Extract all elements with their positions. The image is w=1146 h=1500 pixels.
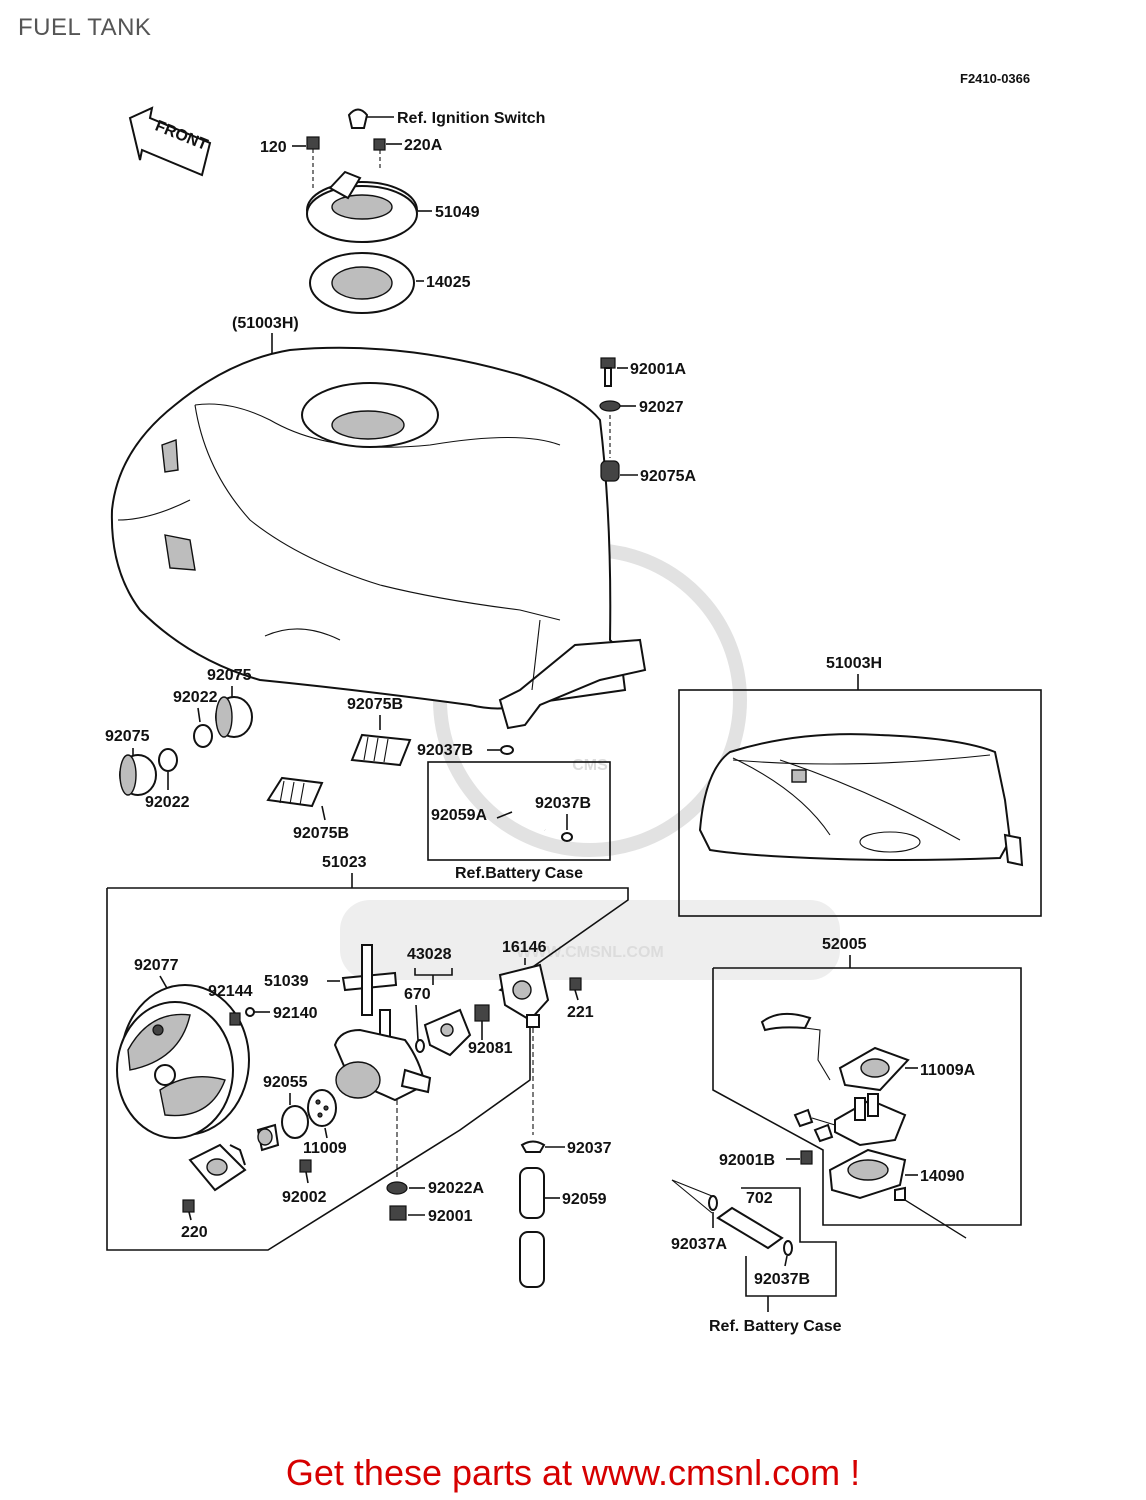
label-92037: 92037 [567,1140,612,1157]
label-92075B-b: 92075B [293,825,349,842]
label-51049: 51049 [435,204,480,221]
label-11009: 11009 [303,1140,347,1157]
watermark-text: WWW.CMSNL.COM [516,944,664,961]
diagram-code: F2410-0366 [960,71,1030,86]
label-92001: 92001 [428,1208,473,1225]
ignition-area: Ref. Ignition Switch 120 220A 51049 1402… [260,108,545,314]
label-92144: 92144 [208,983,253,1000]
ref-ignition-switch: Ref. Ignition Switch [397,110,545,127]
label-220A: 220A [404,137,443,154]
label-92001B: 92001B [719,1152,775,1169]
label-92027: 92027 [639,399,684,416]
label-14090: 14090 [920,1168,965,1185]
dampers: 92075 92022 92075 92022 92075B 92075B [105,667,412,842]
label-51003H-paren: (51003H) [232,315,299,332]
label-220: 220 [181,1224,208,1241]
label-92037A: 92037A [671,1236,727,1253]
label-51039: 51039 [264,973,309,990]
label-221: 221 [567,1004,594,1021]
label-702: 702 [746,1190,773,1207]
battery-case-hose-group-2: 702 92037A 92037B Ref. Battery Case [671,1179,842,1335]
label-92075A: 92075A [640,468,696,485]
label-14025: 14025 [426,274,471,291]
label-92077: 92077 [134,957,179,974]
label-92037B-a: 92037B [417,742,473,759]
watermark-logo: CMS [572,757,608,774]
label-52005: 52005 [822,936,867,953]
label-43028: 43028 [407,946,452,963]
label-11009A: 11009A [920,1062,976,1079]
fuel-tank: (51003H) [110,315,647,730]
label-120: 120 [260,139,287,156]
label-92022-b: 92022 [145,794,190,811]
label-92075-b: 92075 [105,728,150,745]
label-92037B-b: 92037B [535,795,591,812]
label-92001A: 92001A [630,361,686,378]
label-92002: 92002 [282,1189,327,1206]
ref-battery-case-1: Ref.Battery Case [455,865,583,882]
label-92037B-c: 92037B [754,1271,810,1288]
label-92081: 92081 [468,1040,513,1057]
ref-battery-case-2: Ref. Battery Case [709,1318,842,1335]
tank-variant-inset: 51003H [678,655,1042,917]
fuel-hose-group: 92037 92022A 92001 92059 [386,1140,612,1288]
battery-case-hose-group: 92037B 92059A 92037B Ref.Battery Case [417,742,611,882]
tank-mount-bolts: 92001A 92027 92075A [599,357,696,485]
label-92022A: 92022A [428,1180,484,1197]
label-92059A: 92059A [431,807,487,824]
footer-link[interactable]: Get these parts at www.cmsnl.com ! [285,1452,861,1493]
label-92055: 92055 [263,1074,308,1091]
fuel-cock-group: 51023 92077 92144 92140 51039 43028 670 [106,854,629,1251]
label-51023: 51023 [322,854,367,871]
page-title: FUEL TANK [18,14,152,41]
label-92075-a: 92075 [207,667,252,684]
label-92059: 92059 [562,1191,607,1208]
front-arrow-icon: FRONT [128,106,212,177]
label-92140: 92140 [273,1005,318,1022]
label-16146: 16146 [502,939,547,956]
fuel-pump-group: 52005 11009A 92001B 14090 [712,936,1022,1239]
label-51003H: 51003H [826,655,882,672]
label-92075B-a: 92075B [347,696,403,713]
label-92022-a: 92022 [173,689,218,706]
label-670: 670 [404,986,431,1003]
